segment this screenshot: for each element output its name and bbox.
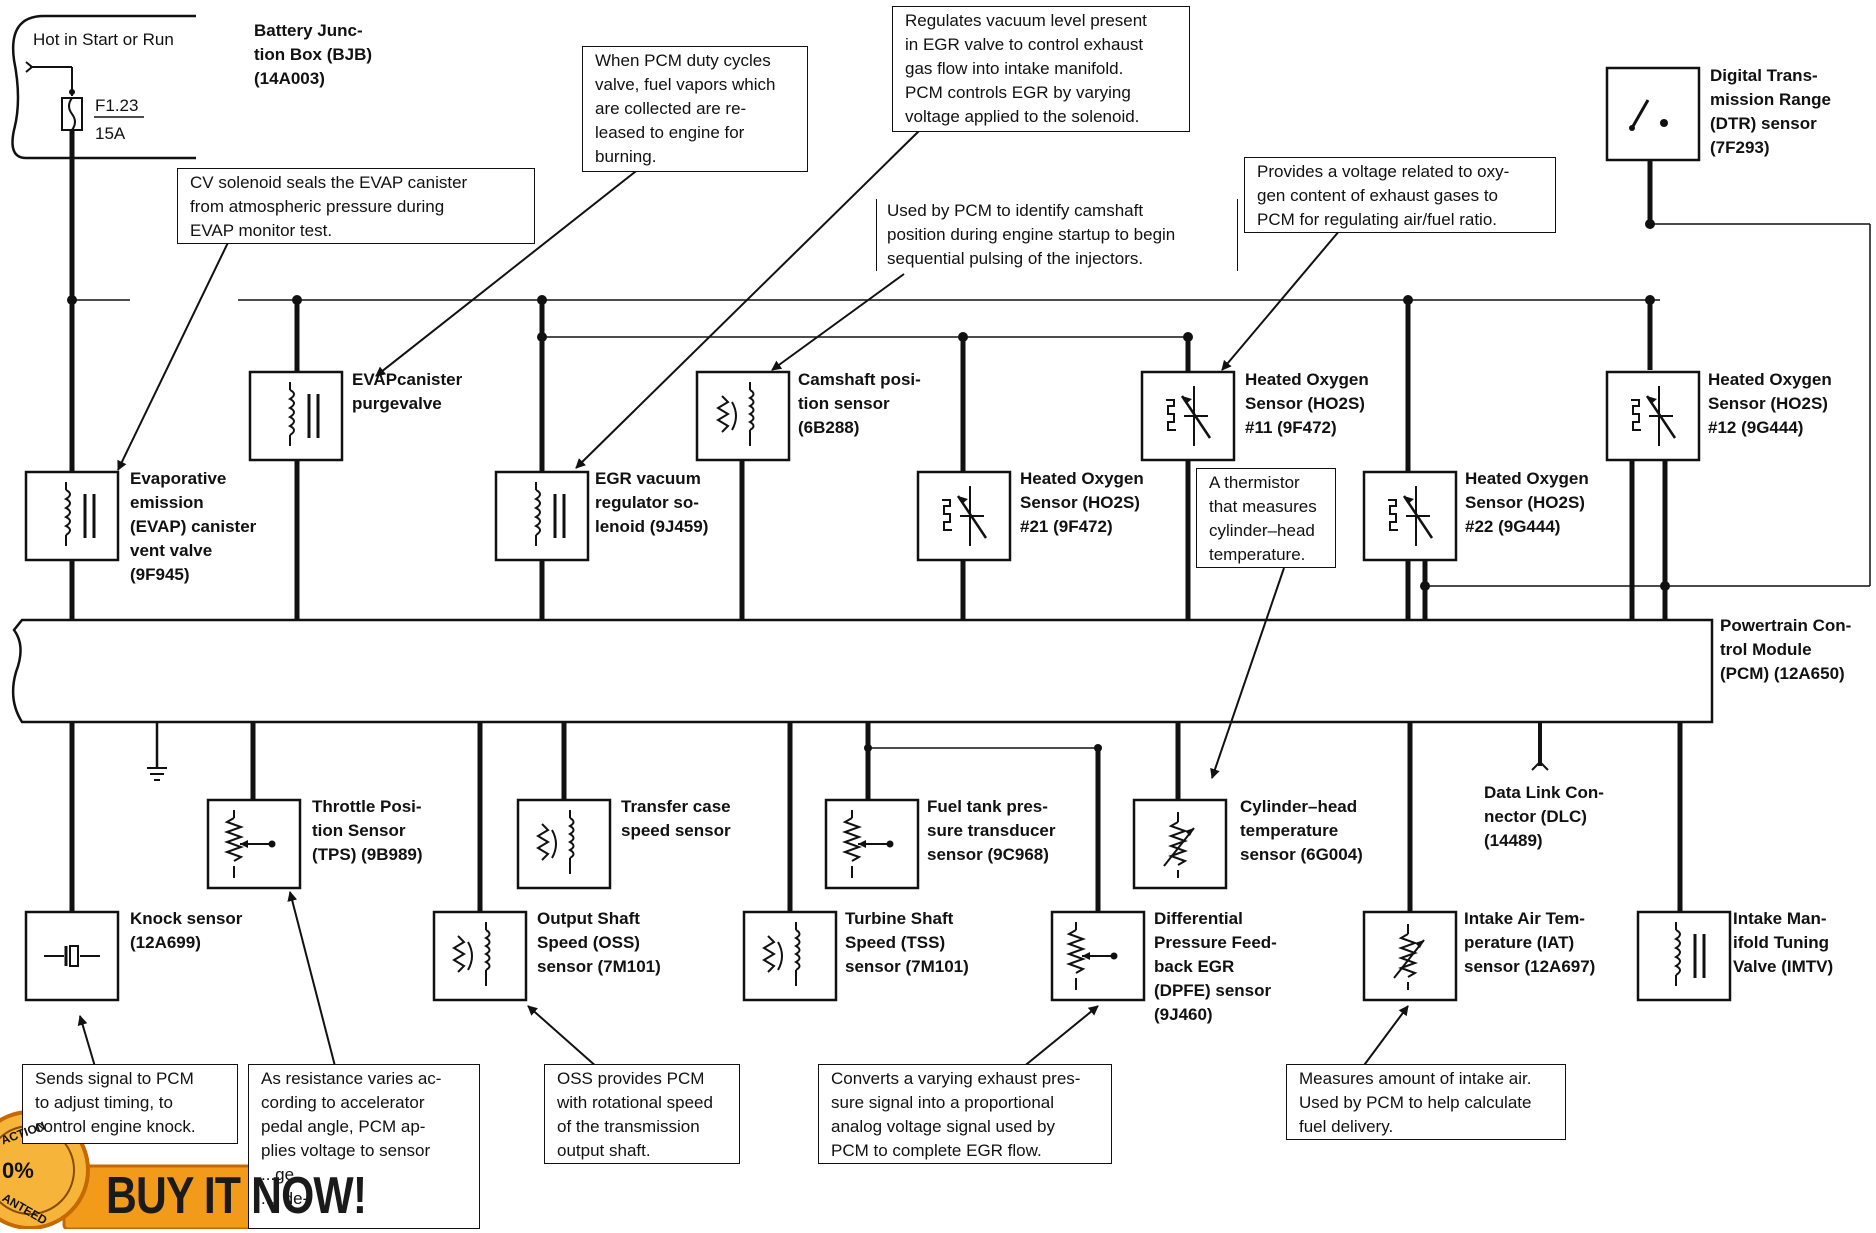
- ho2s-21-label: Heated Oxygen Sensor (HO2S) #21 (9F472): [1020, 469, 1144, 536]
- note-o2: Provides a voltage related to oxy- gen c…: [1244, 157, 1556, 233]
- egr-vacuum-label: EGR vacuum regulator so- lenoid (9J459): [595, 469, 709, 536]
- fuse-id-label: F1.23: [95, 96, 139, 115]
- note-knock: Sends signal to PCM to adjust timing, to…: [22, 1064, 238, 1144]
- imtv-box: [1636, 910, 1732, 1002]
- ho2s-11-box: [1140, 370, 1236, 462]
- iat-label: Intake Air Tem- perature (IAT) sensor (1…: [1464, 909, 1596, 976]
- evap-vent-valve-box: [24, 470, 120, 562]
- fuse-rating-label: 15A: [95, 124, 126, 143]
- bjb-label: Battery Junc- tion Box (BJB) (14A003): [254, 21, 373, 88]
- hot-in-start-label: Hot in Start or Run: [33, 30, 174, 49]
- seal-text-left: 0%: [2, 1158, 34, 1183]
- pcm-label: Powertrain Con- trol Module (PCM) (12A65…: [1720, 616, 1852, 683]
- cht-sensor-box: [1132, 798, 1228, 890]
- fuel-tank-sensor-box: [824, 798, 920, 890]
- ho2s-12-box: [1605, 370, 1701, 462]
- egr-vacuum-solenoid-box: [494, 470, 590, 562]
- note-tps: As resistance varies ac- cording to acce…: [248, 1064, 480, 1229]
- ho2s-21-box: [916, 470, 1012, 562]
- evap-purge-label: EVAPcanister purgevalve: [352, 370, 463, 413]
- ho2s-11-label: Heated Oxygen Sensor (HO2S) #11 (9F472): [1245, 370, 1369, 437]
- camshaft-sensor-box: [695, 370, 791, 462]
- oss-label: Output Shaft Speed (OSS) sensor (7M101): [537, 909, 661, 976]
- dlc-label: Data Link Con- nector (DLC) (14489): [1484, 783, 1604, 850]
- ho2s-22-box: [1362, 470, 1458, 562]
- note-oss: OSS provides PCM with rotational speed o…: [544, 1064, 740, 1164]
- iat-sensor-box: [1362, 910, 1458, 1002]
- note-camshaft: Used by PCM to identify camshaft positio…: [876, 199, 1238, 271]
- dtr-sensor-box: [1605, 66, 1701, 162]
- oss-sensor-box: [432, 910, 528, 1002]
- imtv-label: Intake Man- ifold Tuning Valve (IMTV): [1733, 909, 1834, 976]
- note-purge: When PCM duty cycles valve, fuel vapors …: [582, 46, 808, 172]
- transfer-case-label: Transfer case speed sensor: [621, 797, 731, 840]
- dpfe-sensor-box: [1050, 910, 1146, 1002]
- buy-it-now-button-label[interactable]: BUY IT NOW!: [106, 1167, 367, 1225]
- ho2s-12-label: Heated Oxygen Sensor (HO2S) #12 (9G444): [1708, 370, 1832, 437]
- knock-sensor-box: [24, 910, 120, 1002]
- evap-vent-label: Evaporative emission (EVAP) canister ven…: [130, 469, 257, 584]
- tss-label: Turbine Shaft Speed (TSS) sensor (7M101): [845, 909, 969, 976]
- fuel-tank-label: Fuel tank pres- sure transducer sensor (…: [927, 797, 1056, 864]
- tss-sensor-box: [742, 910, 838, 1002]
- dpfe-label: Differential Pressure Feed- back EGR (DP…: [1154, 909, 1277, 1024]
- knock-label: Knock sensor (12A699): [130, 909, 243, 952]
- cht-label: Cylinder–head temperature sensor (6G004): [1240, 797, 1363, 864]
- note-dpfe: Converts a varying exhaust pres- sure si…: [818, 1064, 1112, 1164]
- ho2s-22-label: Heated Oxygen Sensor (HO2S) #22 (9G444): [1465, 469, 1589, 536]
- evap-purge-valve-box: [248, 370, 344, 462]
- note-cv-solenoid: CV solenoid seals the EVAP canister from…: [177, 168, 535, 244]
- transfer-case-sensor-box: [516, 798, 612, 890]
- ground-icon: [147, 767, 167, 781]
- tps-label: Throttle Posi- tion Sensor (TPS) (9B989): [312, 797, 423, 864]
- dtr-label: Digital Trans- mission Range (DTR) senso…: [1710, 66, 1831, 157]
- note-iat: Measures amount of intake air. Used by P…: [1286, 1064, 1566, 1140]
- note-egr-regulates: Regulates vacuum level present in EGR va…: [892, 6, 1190, 132]
- tps-box: [206, 798, 302, 890]
- pcm-body: [11, 618, 1714, 724]
- note-thermistor: A thermistor that measures cylinder–head…: [1196, 468, 1336, 568]
- camshaft-label: Camshaft posi- tion sensor (6B288): [798, 370, 921, 437]
- bjb-outline: [11, 14, 196, 160]
